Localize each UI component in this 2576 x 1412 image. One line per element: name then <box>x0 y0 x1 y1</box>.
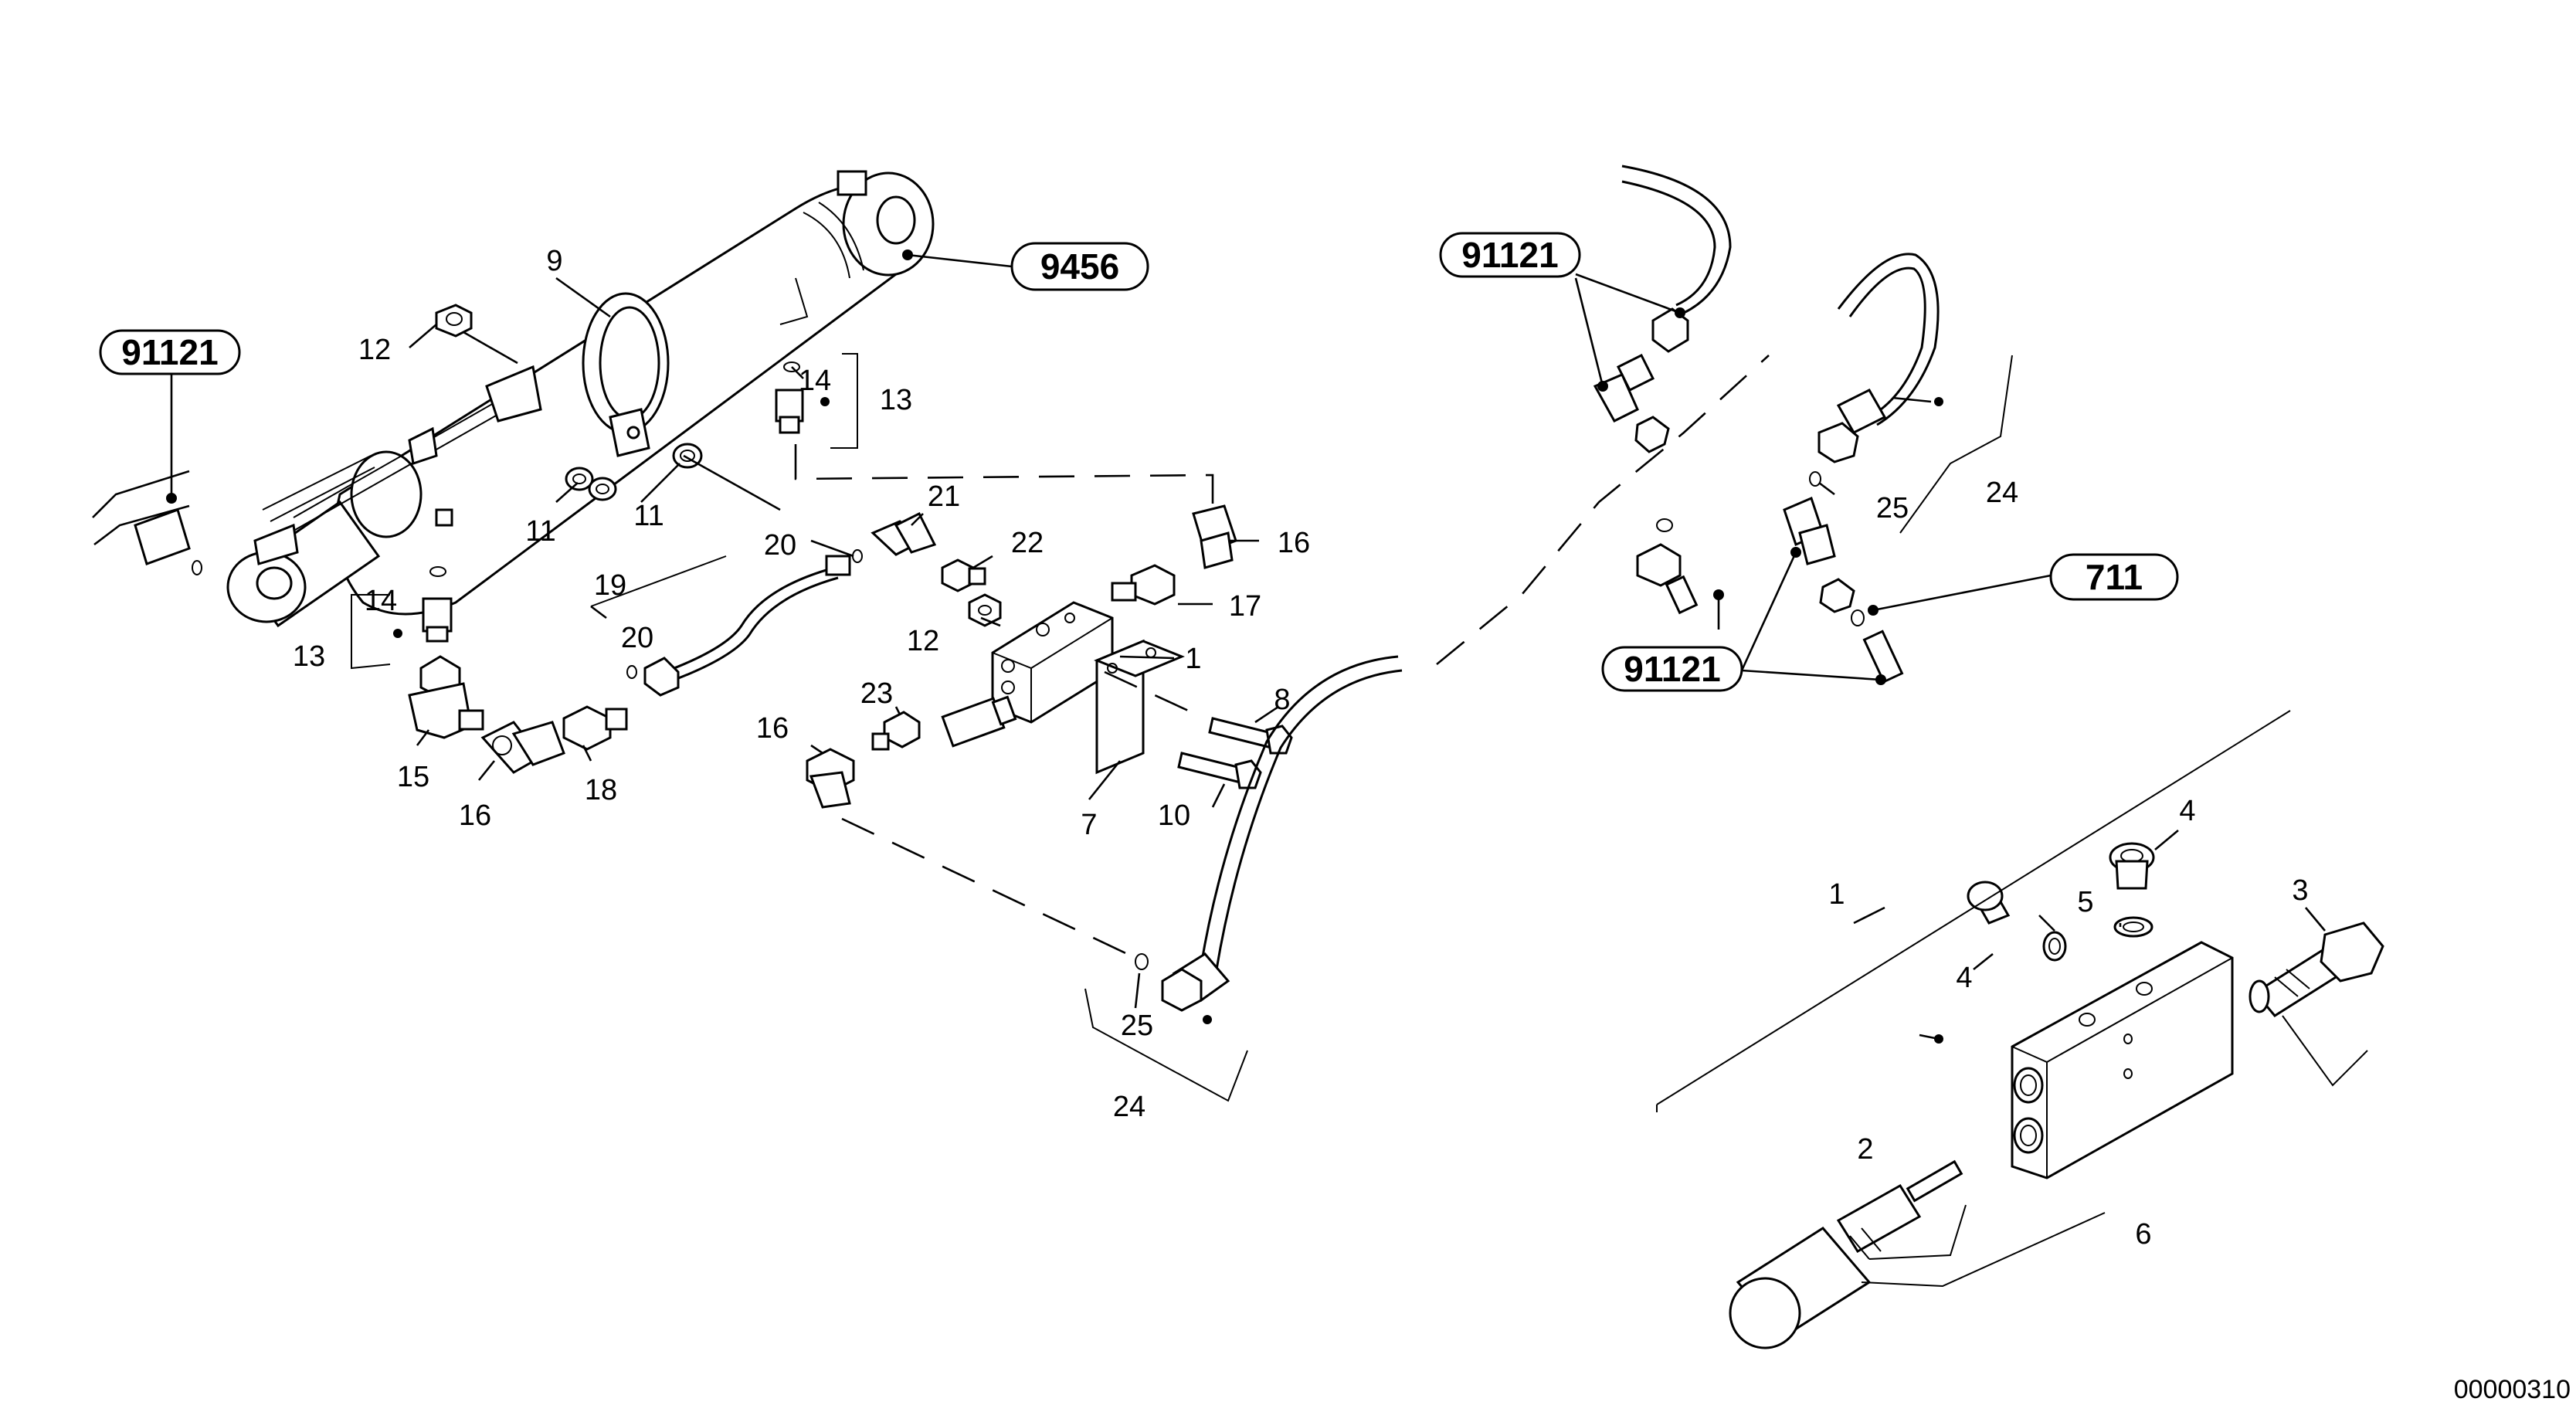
document-id: 00000310 <box>2454 1375 2571 1404</box>
o-ring-part-20-mid <box>626 665 637 679</box>
item-label-20: 20 <box>621 622 653 654</box>
elbow-part-16-right <box>1192 504 1237 569</box>
item-label-1: 1 <box>1185 643 1201 675</box>
o-ring-part-20-top <box>852 549 863 563</box>
callout-9456: 9456 <box>1010 242 1149 291</box>
fitting-part-17 <box>1111 564 1176 606</box>
item-label-19: 19 <box>594 569 626 602</box>
item-label-25: 25 <box>1121 1010 1153 1042</box>
item-label-21: 21 <box>928 480 960 513</box>
cartridge-left-valve <box>941 695 1017 748</box>
leader-lines-right-bottom <box>1656 710 2368 1288</box>
plug-part-4-top <box>2109 842 2155 890</box>
item-label-9: 9 <box>546 245 562 277</box>
elbow-part-16-left <box>480 721 565 774</box>
item-label-6: 6 <box>2135 1218 2151 1251</box>
clamp-part-9 <box>582 292 670 457</box>
hose-assembly-right <box>1593 165 1940 684</box>
tee-fitting-part-15 <box>408 655 484 739</box>
svg-text:91121: 91121 <box>1624 649 1720 689</box>
item-label-25: 25 <box>1876 492 1909 524</box>
plug-part-4-left <box>1967 881 2011 925</box>
cartridge-part-3 <box>2248 922 2384 1017</box>
item-labels: 9 12 14 13 11 11 20 21 22 16 19 17 20 12… <box>293 245 2309 1251</box>
item-label-8: 8 <box>1274 684 1290 716</box>
item-label-24: 24 <box>1113 1091 1145 1123</box>
fitting-part-22 <box>941 558 986 592</box>
fitting-part-23 <box>871 711 921 751</box>
callout-91121-left: 91121 <box>99 329 241 375</box>
bolt-part-10 <box>1177 752 1262 789</box>
seal-part-5-top <box>2113 916 2153 938</box>
leader-lines-left <box>166 249 1279 1102</box>
item-label-1: 1 <box>1828 878 1845 911</box>
item-label-16: 16 <box>756 712 789 745</box>
fitting-part-18 <box>562 705 628 751</box>
nut-part-12 <box>435 304 473 338</box>
nut-part-12-mid <box>968 593 1002 627</box>
item-label-20: 20 <box>764 529 796 562</box>
item-label-10: 10 <box>1158 799 1190 832</box>
svg-text:711: 711 <box>2086 557 2143 597</box>
leader-lines-right-top <box>1574 273 2052 685</box>
item-label-14: 14 <box>365 585 397 617</box>
item-label-16: 16 <box>459 799 491 832</box>
item-label-3: 3 <box>2292 874 2308 907</box>
svg-text:9456: 9456 <box>1040 246 1119 287</box>
svg-text:91121: 91121 <box>1461 235 1558 275</box>
hose-part-19 <box>643 555 851 697</box>
callout-91121-right-mid: 91121 <box>1601 646 1743 692</box>
valve-block-part-1-right <box>2011 941 2234 1179</box>
item-label-18: 18 <box>585 774 617 806</box>
bracket-part-7 <box>1094 639 1185 775</box>
elbow-part-16-lower <box>806 748 855 809</box>
item-label-24: 24 <box>1986 477 2018 509</box>
item-label-12: 12 <box>907 625 939 657</box>
item-label-16: 16 <box>1278 527 1310 559</box>
item-label-2: 2 <box>1857 1133 1873 1166</box>
item-label-4: 4 <box>2179 795 2195 827</box>
callout-711: 711 <box>2049 553 2179 601</box>
item-label-23: 23 <box>860 677 893 710</box>
washer-part-11a <box>565 467 617 501</box>
item-label-14: 14 <box>799 365 831 397</box>
callout-91121-right-top: 91121 <box>1439 232 1581 278</box>
svg-text:91121: 91121 <box>121 332 218 372</box>
elbow-part-21 <box>871 511 937 556</box>
item-label-17: 17 <box>1229 590 1261 623</box>
cartridge-part-2 <box>1729 1159 1963 1349</box>
item-label-7: 7 <box>1081 809 1097 841</box>
o-ring-part-25-lower <box>1135 953 1149 970</box>
seal-part-5-left <box>2042 931 2067 962</box>
item-label-12: 12 <box>358 334 391 366</box>
item-label-5: 5 <box>2077 886 2093 918</box>
item-label-11: 11 <box>633 500 664 532</box>
item-label-22: 22 <box>1011 527 1044 559</box>
item-label-11: 11 <box>525 515 555 548</box>
item-label-13: 13 <box>880 384 912 416</box>
item-label-13: 13 <box>293 640 325 673</box>
item-label-4: 4 <box>1956 962 1972 994</box>
item-label-15: 15 <box>397 761 429 793</box>
fitting-part-14-top <box>775 361 804 434</box>
long-hose <box>1161 655 1403 1012</box>
fitting-part-14-left <box>422 566 453 643</box>
